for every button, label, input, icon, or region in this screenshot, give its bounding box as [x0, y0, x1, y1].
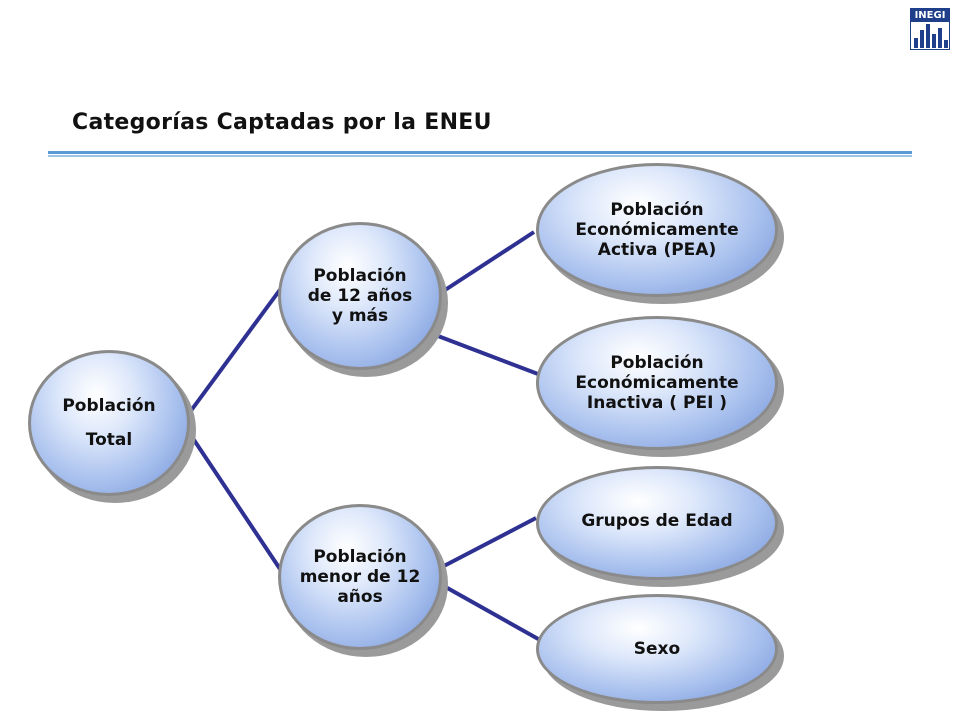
connector-menor12-grupos	[441, 516, 537, 569]
node-pea: Población Económicamente Activa (PEA)	[536, 163, 784, 304]
connector-menor12-sexo	[441, 583, 541, 642]
title-divider-secondary	[48, 155, 912, 157]
node-pei: Población Económicamente Inactiva ( PEI …	[536, 316, 784, 457]
node-poblacion-total-label: Población Total	[28, 350, 190, 496]
node-poblacion-total: Población Total	[28, 350, 196, 503]
connector-mayor12-pei	[437, 334, 539, 376]
logo-bars-icon	[914, 24, 948, 48]
logo-text: INEGI	[911, 9, 949, 22]
node-grupos-de-edad-label: Grupos de Edad	[536, 466, 778, 580]
node-poblacion-menor-12-label: Población menor de 12 años	[278, 504, 442, 650]
node-poblacion-12-y-mas-label: Población de 12 años y más	[278, 222, 442, 370]
connector-mayor12-pea	[440, 230, 536, 294]
connector-total-mayor12	[188, 285, 284, 414]
connector-total-menor12	[188, 432, 284, 574]
node-pei-label: Población Económicamente Inactiva ( PEI …	[536, 316, 778, 450]
page-title: Categorías Captadas por la ENEU	[72, 110, 492, 135]
node-poblacion-12-y-mas: Población de 12 años y más	[278, 222, 448, 377]
node-pea-label: Población Económicamente Activa (PEA)	[536, 163, 778, 297]
inegi-logo: INEGI	[910, 8, 950, 50]
title-divider	[48, 151, 912, 154]
node-sexo-label: Sexo	[536, 594, 778, 704]
node-grupos-de-edad: Grupos de Edad	[536, 466, 784, 587]
node-poblacion-menor-12: Población menor de 12 años	[278, 504, 448, 657]
node-sexo: Sexo	[536, 594, 784, 711]
